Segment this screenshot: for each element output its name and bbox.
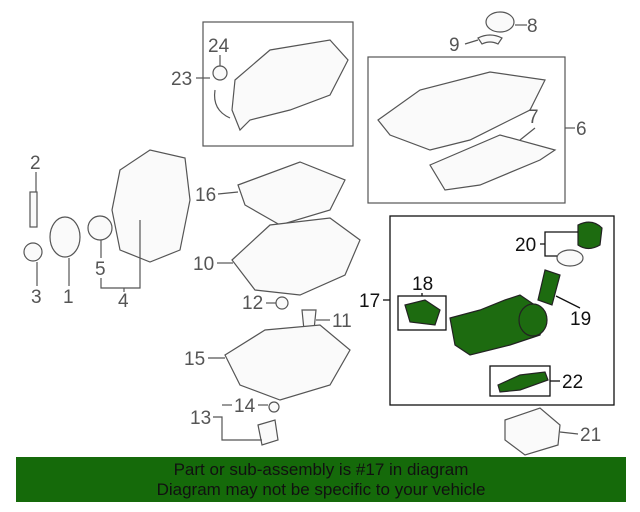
fitment-notice-banner: Part or sub-assembly is #17 in diagram D… (16, 457, 626, 502)
cap-seal-part[interactable] (477, 34, 503, 45)
callout-4: 4 (118, 291, 129, 312)
callout-7: 7 (528, 107, 539, 128)
callout-1: 1 (63, 287, 74, 308)
pulley-part[interactable] (49, 216, 81, 258)
timing-cover-part[interactable] (111, 149, 191, 263)
callout-13: 13 (190, 408, 211, 429)
oil-pan-upper-part[interactable] (231, 217, 361, 296)
intake-manifold-part[interactable] (231, 39, 349, 132)
callout-20: 20 (515, 235, 536, 256)
part-18-highlight[interactable] (404, 299, 441, 326)
sensor-seal-part[interactable] (268, 401, 280, 413)
oil-level-sensor-part[interactable] (257, 419, 279, 446)
filter-housing-neck-highlight[interactable] (518, 303, 548, 337)
valve-cover-box (367, 56, 566, 204)
plug-washer-part[interactable] (275, 296, 289, 310)
hose-part (213, 89, 231, 119)
callout-5: 5 (95, 259, 106, 280)
washer-part[interactable] (23, 242, 43, 262)
seal-part[interactable] (87, 215, 113, 241)
callout-10: 10 (193, 254, 214, 275)
banner-line-2: Diagram may not be specific to your vehi… (156, 480, 486, 499)
oil-baffle-part[interactable] (237, 161, 346, 226)
callout-16: 16 (195, 185, 216, 206)
valve-cover-gasket-part[interactable] (429, 134, 557, 191)
filter-cap-highlight[interactable] (577, 221, 603, 250)
callout-15: 15 (184, 349, 205, 370)
callout-19: 19 (570, 309, 591, 330)
oil-pan-lower-part[interactable] (224, 324, 351, 401)
callout-8: 8 (527, 16, 538, 37)
callout-18: 18 (412, 274, 433, 295)
callout-2: 2 (30, 153, 41, 174)
oil-filter-housing-box (389, 215, 615, 406)
callout-14: 14 (234, 396, 256, 417)
callout-21: 21 (580, 425, 601, 446)
valve-cover-part[interactable] (377, 71, 546, 151)
callout-9: 9 (449, 35, 460, 56)
leader-lines (35, 24, 581, 441)
oil-cooler-part[interactable] (504, 407, 561, 456)
callout-17[interactable]: 17 (359, 291, 380, 312)
callout-23: 23 (171, 69, 192, 90)
intake-manifold-box (202, 21, 354, 147)
gasket-ring-part[interactable] (212, 65, 228, 81)
callout-12: 12 (242, 293, 263, 314)
o-ring-part[interactable] (556, 249, 584, 267)
part-22-highlight[interactable] (497, 371, 549, 393)
bolt-part[interactable] (29, 191, 38, 228)
callout-6: 6 (576, 119, 587, 140)
callout-11: 11 (332, 311, 352, 332)
callout-24: 24 (208, 36, 230, 57)
oil-filter-element-highlight[interactable] (537, 269, 561, 306)
callout-3: 3 (31, 287, 42, 308)
oil-cap-part[interactable] (485, 11, 515, 33)
callout-22: 22 (562, 372, 583, 393)
banner-line-1: Part or sub-assembly is #17 in diagram (173, 460, 469, 479)
